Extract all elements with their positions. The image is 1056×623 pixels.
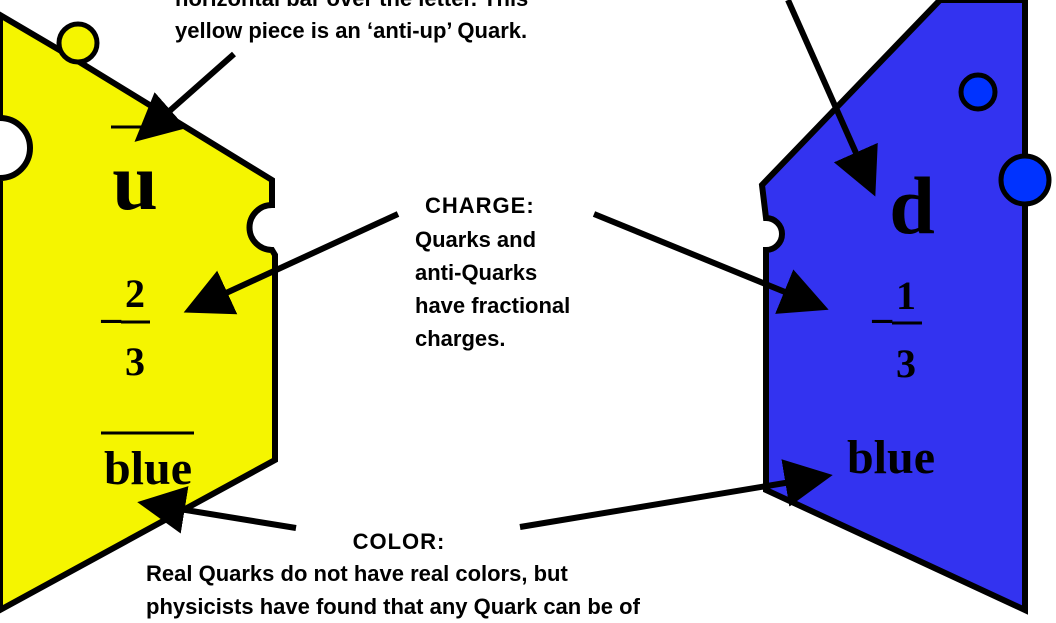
arrows	[134, 0, 878, 534]
arrow-to-quark-color	[519, 459, 833, 530]
anti-quark-charge-sign: −	[98, 297, 123, 346]
anti-quark-charge-denominator: 3	[125, 339, 145, 384]
charge-callout-title: CHARGE:	[425, 193, 535, 218]
color-callout-line-1: Real Quarks do not have real colors, but	[146, 561, 568, 586]
quark-tab-knob-top	[958, 72, 998, 112]
quark-charge-sign: −	[869, 297, 894, 346]
charge-callout-line-5: charges.	[415, 326, 506, 351]
color-callout: COLOR: Real Quarks do not have real colo…	[146, 529, 641, 619]
charge-callout-line-4: have fractional	[415, 293, 570, 318]
quark-charge-numerator: 1	[896, 273, 916, 318]
charge-callout-line-3: anti-Quarks	[415, 260, 537, 285]
arrow-to-anti-quark-symbol	[134, 51, 236, 142]
color-callout-title: COLOR:	[353, 529, 446, 554]
anti-quark-piece-shape	[0, 11, 278, 614]
arrow-to-anti-quark-color	[137, 486, 297, 534]
top-left-callout-line-1: horizontal bar over the letter. This	[175, 0, 528, 11]
anti-quark-symbol: u	[112, 136, 158, 227]
arrow-to-quark-charge	[592, 211, 829, 314]
color-callout-line-2: physicists have found that any Quark can…	[146, 594, 641, 619]
anti-quark-charge-numerator: 2	[125, 271, 145, 316]
quark-charge-denominator: 3	[896, 341, 916, 386]
anti-quark-color-label: blue	[104, 442, 192, 495]
top-left-callout: horizontal bar over the letter. This yel…	[175, 0, 528, 43]
arrow-to-anti-quark-charge	[183, 211, 400, 315]
anti-quark-tab-knob	[56, 21, 100, 65]
quark-tab-knob-side	[998, 153, 1052, 207]
quark-symbol: d	[889, 160, 935, 251]
quark-color-label: blue	[847, 431, 935, 484]
charge-callout-line-2: Quarks and	[415, 227, 536, 252]
charge-callout: CHARGE: Quarks and anti-Quarks have frac…	[415, 193, 570, 351]
quark-piece: d − 1 3 blue	[758, 0, 1052, 615]
top-left-callout-line-2: yellow piece is an ‘anti-up’ Quark.	[175, 18, 527, 43]
quark-piece-shape	[758, 0, 1028, 615]
anti-quark-piece: u − 2 3 blue	[0, 11, 278, 614]
arrow-to-quark-symbol	[785, 0, 878, 197]
